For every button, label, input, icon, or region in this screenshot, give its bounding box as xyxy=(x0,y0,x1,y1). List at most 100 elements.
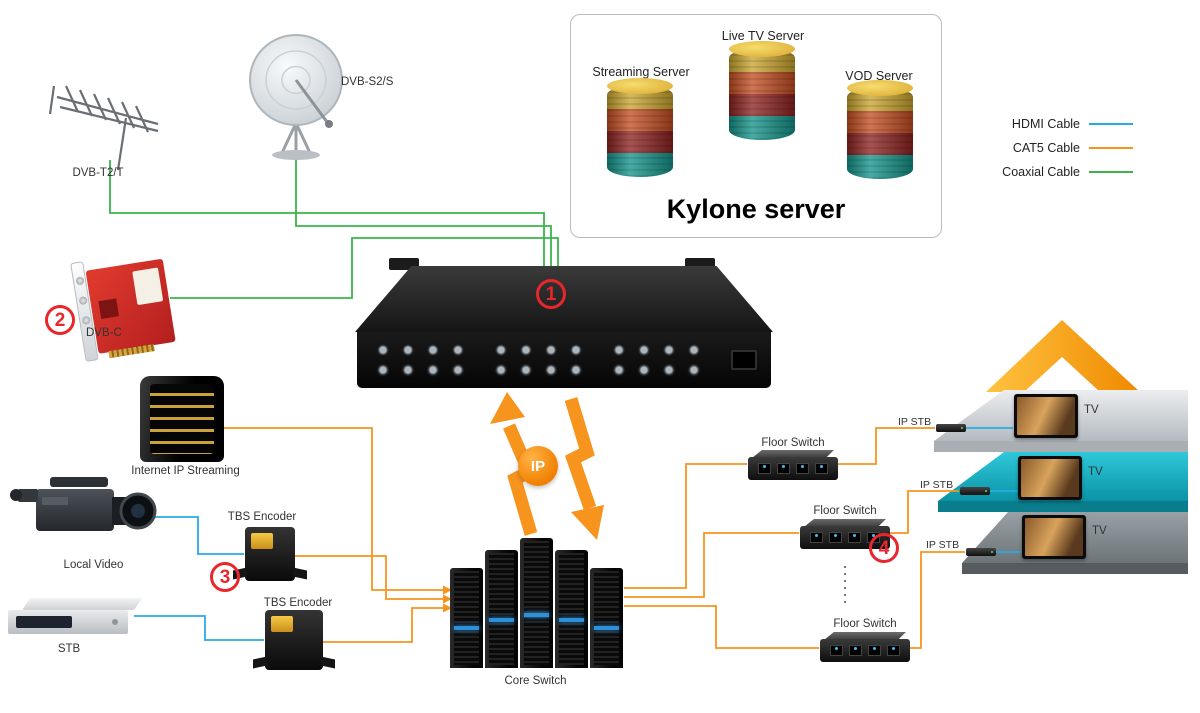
dvbc-label: DVB-C xyxy=(86,327,122,339)
ethernet-port xyxy=(848,532,861,543)
power-inlet xyxy=(731,350,757,370)
server-rack-column xyxy=(554,550,588,668)
legend-cat5-label: CAT5 Cable xyxy=(1012,141,1080,155)
ethernet-port xyxy=(849,645,862,656)
core-switch-label: Core Switch xyxy=(504,675,567,687)
card-pcb xyxy=(85,258,176,359)
tv-screen xyxy=(1021,459,1079,497)
switch-top-face xyxy=(824,632,906,640)
stb-top-face xyxy=(22,598,143,610)
ethernet-port xyxy=(887,645,900,656)
ip-stb-2-device xyxy=(960,487,990,495)
server-rack-column xyxy=(589,568,623,668)
bnc-connector-group xyxy=(607,340,707,380)
ethernet-port xyxy=(868,645,881,656)
switch-top-face xyxy=(804,519,886,527)
antenna-icon xyxy=(48,85,159,171)
cat5-wire-floorswitch3-to-ipstb3 xyxy=(910,551,965,649)
server-rack-column xyxy=(449,568,483,668)
ethernet-port xyxy=(777,463,790,474)
lightning-up-arrowhead xyxy=(490,392,525,424)
stb-source-device xyxy=(8,598,143,638)
coax-wire-antenna-to-gateway xyxy=(109,160,545,272)
ethernet-port xyxy=(758,463,771,474)
ip-stb-1-device xyxy=(936,424,966,432)
tv-3-label: TV xyxy=(1092,525,1107,537)
cat5-wire-core-to-floorswitch1 xyxy=(624,463,747,589)
ip-stb-3-label: IP STB xyxy=(926,539,960,551)
cat5-arrowhead xyxy=(443,603,452,613)
live-tv-server-cylinder-icon xyxy=(729,41,795,140)
tv-1 xyxy=(1014,394,1078,438)
cable-legend: HDMI Cable CAT5 Cable Coaxial Cable xyxy=(975,112,1133,184)
tbs-encoder-1-device xyxy=(245,527,295,581)
coax-wire-dish-to-gateway xyxy=(295,152,552,272)
ethernet-port xyxy=(830,645,843,656)
switch-body xyxy=(748,457,838,480)
tower-vents xyxy=(150,384,214,454)
server-rack-column xyxy=(519,538,553,668)
bnc-connector-group xyxy=(489,340,589,380)
cat5-wire-encoder1-to-core xyxy=(295,555,443,600)
stb-label: STB xyxy=(57,643,81,655)
tv-3 xyxy=(1022,515,1086,559)
cat5-wire-floorswitch2-to-ipstb2 xyxy=(890,490,959,534)
marker-2: 2 xyxy=(45,305,75,335)
ip-stb-3-device xyxy=(966,548,996,556)
internet-ip-streaming-server-icon xyxy=(140,376,224,462)
hdmi-wire-stb-to-encoder2 xyxy=(134,615,264,641)
legend-item-coax: Coaxial Cable xyxy=(975,160,1133,184)
house-roof xyxy=(986,320,1140,392)
tv-screen xyxy=(1017,397,1075,435)
tbs-encoder-2-label: TBS Encoder xyxy=(263,597,333,609)
ip-stb-2-label: IP STB xyxy=(920,479,954,491)
kylone-server-panel: Streaming Server Live TV Server VOD Serv… xyxy=(570,14,942,238)
tv-2-label: TV xyxy=(1088,466,1103,478)
cat5-line-swatch xyxy=(1089,147,1133,149)
lightning-down-arrowhead xyxy=(571,505,604,540)
kylone-title: Kylone server xyxy=(666,194,846,224)
rack-front-panel xyxy=(357,332,771,388)
switch-top-face xyxy=(752,450,834,458)
floor-switch-1-device xyxy=(748,450,838,480)
ip-stb-1-label: IP STB xyxy=(898,416,932,428)
ethernet-port xyxy=(810,532,823,543)
marker-3: 3 xyxy=(210,562,240,592)
dish-label: DVB-S2/S xyxy=(341,76,394,88)
tbs-encoder-2-device xyxy=(265,610,323,670)
f-connector xyxy=(78,296,88,306)
tv-2 xyxy=(1018,456,1082,500)
dvbc-tuner-card xyxy=(70,248,182,370)
house-floor-1-edge xyxy=(934,441,1188,452)
ethernet-port xyxy=(829,532,842,543)
cat5-wire-core-to-floorswitch3 xyxy=(624,605,819,649)
coax-wire-dvbc-to-gateway xyxy=(170,237,559,299)
floor-switch-2-label: Floor Switch xyxy=(813,505,877,517)
cat5-arrowhead xyxy=(443,594,452,604)
floor-switch-3-device xyxy=(820,632,910,662)
streaming-server-cylinder-icon xyxy=(607,78,673,177)
lightning-down-arrow xyxy=(564,397,597,511)
legend-hdmi-label: HDMI Cable xyxy=(1011,117,1080,131)
vod-server-cylinder-icon xyxy=(847,80,913,179)
internet-ip-streaming-label: Internet IP Streaming xyxy=(131,465,240,477)
bnc-connector-group xyxy=(371,340,471,380)
coax-line-swatch xyxy=(1089,171,1133,173)
legend-item-hdmi: HDMI Cable xyxy=(975,112,1133,136)
house-floor-2-edge xyxy=(938,501,1188,512)
switch-body xyxy=(820,639,910,662)
vod-server-label: VOD Server xyxy=(845,69,913,83)
hdmi-line-swatch xyxy=(1089,123,1133,125)
antenna-label: DVB-T2/T xyxy=(72,167,124,179)
ethernet-port xyxy=(796,463,809,474)
live-tv-server-label: Live TV Server xyxy=(721,29,805,43)
marker-1: 1 xyxy=(536,279,566,309)
hdmi-wire-camera-to-encoder1 xyxy=(153,516,244,555)
cat5-wire-core-to-floorswitch2 xyxy=(624,532,799,598)
marker-4: 4 xyxy=(869,533,899,563)
stb-front-face xyxy=(8,610,128,634)
f-connector xyxy=(81,315,91,325)
cat5-arrowhead xyxy=(443,585,452,595)
f-connector xyxy=(75,276,85,286)
